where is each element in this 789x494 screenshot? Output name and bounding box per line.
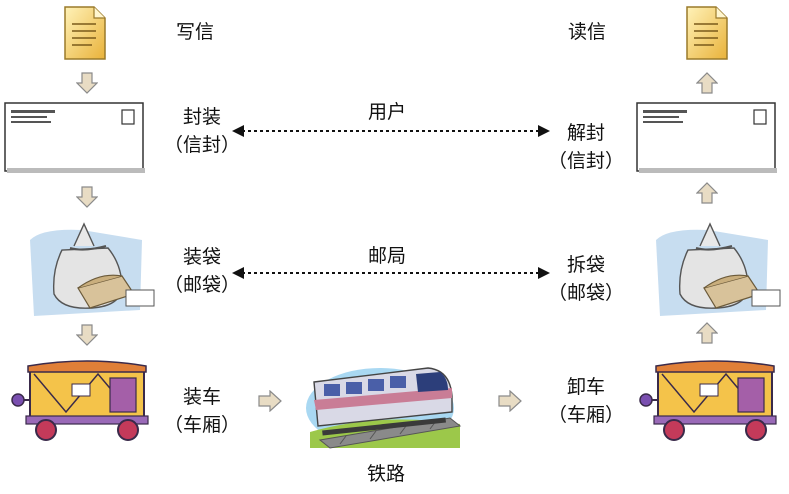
mailbag-icon-left <box>22 210 158 322</box>
envelope-icon-left <box>4 102 146 174</box>
label-unbag: 拆袋 <box>566 254 605 276</box>
label-seal: 封装 <box>182 106 221 128</box>
label-bag-sub: （邮袋） <box>163 274 240 296</box>
arrow-right-icon <box>258 390 282 412</box>
double-arrow-post <box>232 266 550 280</box>
envelope-icon-right <box>636 102 778 174</box>
letter-icon-right <box>684 4 730 62</box>
arrow-right-icon <box>498 390 522 412</box>
letter-icon-left <box>62 4 108 62</box>
label-unseal-sub: （信封） <box>547 150 624 172</box>
arrow-down-icon <box>76 186 98 208</box>
label-bag: 装袋 <box>182 246 221 268</box>
label-seal-sub: （信封） <box>163 134 240 156</box>
arrow-up-icon <box>696 72 718 94</box>
mailbag-icon-right <box>648 210 784 322</box>
label-write: 写信 <box>175 21 214 43</box>
label-post: 邮局 <box>367 245 406 267</box>
traincar-icon-right <box>638 354 784 444</box>
label-unbag-sub: （邮袋） <box>547 282 624 304</box>
label-load-sub: （车厢） <box>163 414 240 436</box>
arrow-down-icon <box>76 72 98 94</box>
label-user: 用户 <box>367 101 406 123</box>
train-icon <box>300 352 466 456</box>
arrow-up-icon <box>696 322 718 344</box>
double-arrow-user <box>232 124 550 138</box>
arrow-up-icon <box>696 182 718 204</box>
label-unseal: 解封 <box>566 122 605 144</box>
label-rail: 铁路 <box>366 463 405 485</box>
label-read: 读信 <box>567 21 606 43</box>
traincar-icon-left <box>10 354 156 444</box>
label-unload-sub: （车厢） <box>547 404 624 426</box>
label-unload: 卸车 <box>566 376 605 398</box>
label-load: 装车 <box>182 386 221 408</box>
arrow-down-icon <box>76 324 98 346</box>
